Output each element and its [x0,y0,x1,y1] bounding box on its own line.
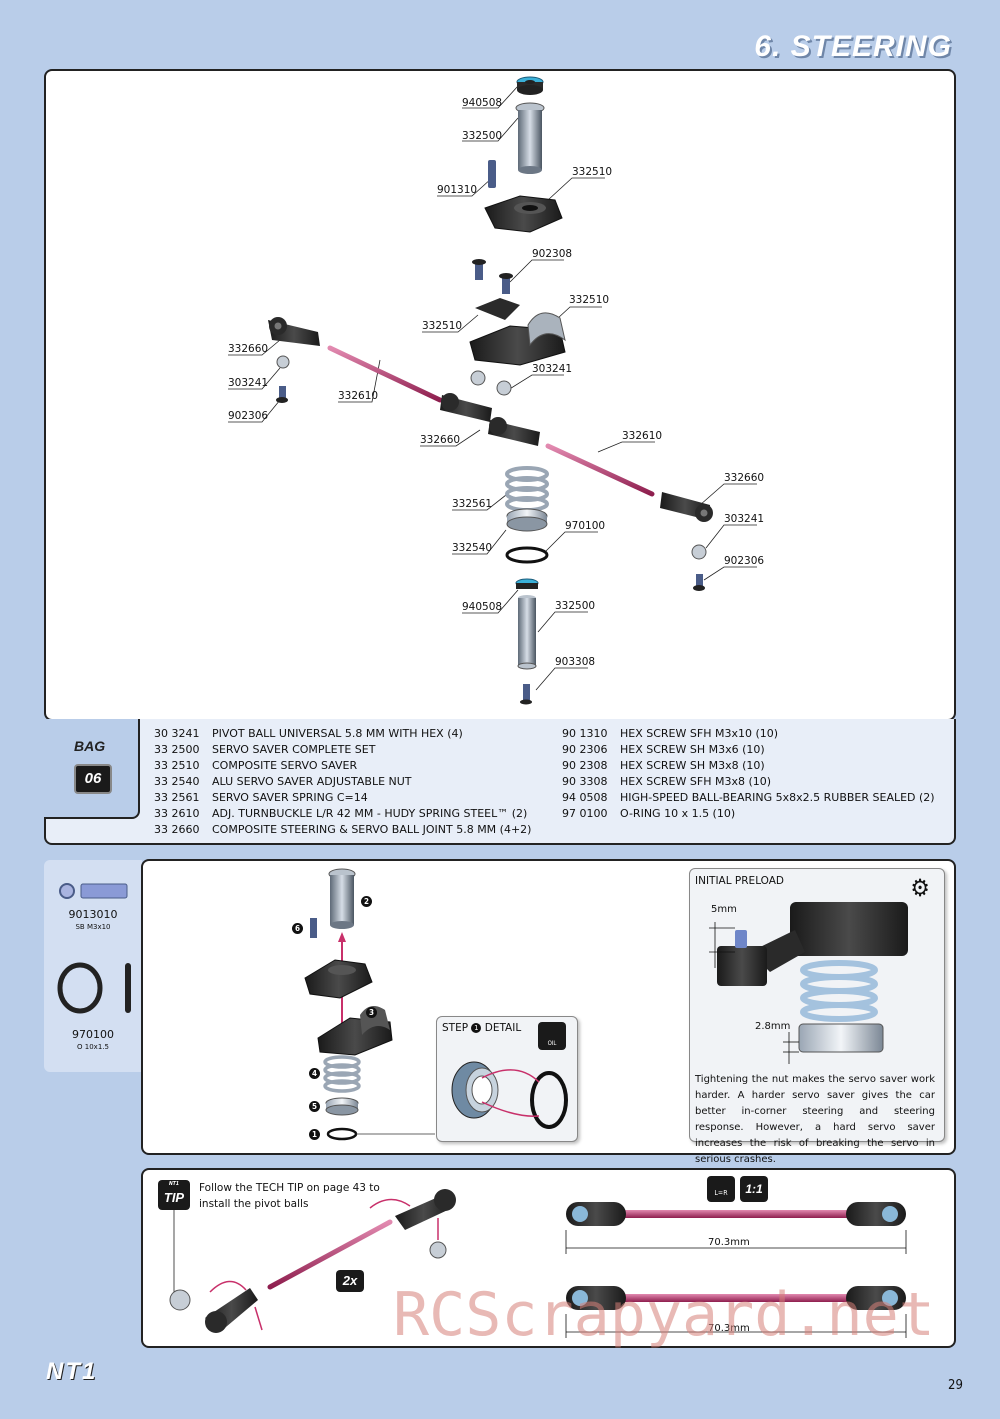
preload-drawing [709,902,908,1064]
tip-badge: NT1 TIP [158,1180,190,1210]
preload-title: INITIAL PRELOAD [695,875,785,887]
part-code: 33 2510 [154,759,200,772]
part-label: 940508 [462,97,503,109]
part-desc: O-RING 10 x 1.5 (10) [620,807,736,820]
part-code: 90 2306 [562,743,608,756]
part-label: 902306 [724,555,765,567]
oil-icon: OIL [538,1022,566,1050]
parts-list-left: 30 3241 PIVOT BALL UNIVERSAL 5.8 MM WITH … [154,726,554,840]
part-code: 33 2540 [154,775,200,788]
page-number: 29 [948,1378,963,1393]
part-desc: HIGH-SPEED BALL-BEARING 5x8x2.5 RUBBER S… [620,791,935,804]
part-desc: HEX SCREW SFH M3x10 (10) [620,727,779,740]
part-label: 332500 [462,130,503,142]
side-part-code: 970100 [72,1028,114,1041]
screw-icon [57,883,131,1014]
step-label: STEP [442,1022,469,1034]
part-code: 30 3241 [154,727,200,740]
part-code: 97 0100 [562,807,608,820]
pivot-ball-drawing [169,1189,456,1333]
side-part-spec: SB M3x10 [75,923,111,931]
part-label: 332610 [622,430,663,442]
assembly-diagram [304,868,435,1141]
part-label: 901310 [437,184,478,196]
brand-logo: NT1 [46,1358,98,1385]
part-label: 332660 [228,343,269,355]
part-desc: PIVOT BALL UNIVERSAL 5.8 MM WITH HEX (4) [212,727,463,740]
turnbuckle-length-1: 70.3mm [708,1237,750,1248]
multiplier-badge: 2x [336,1270,364,1292]
step-number-badge: 5 [309,1101,320,1112]
turnbuckle-panel [141,1168,956,1348]
part-desc: HEX SCREW SH M3x6 (10) [620,743,765,756]
part-desc: ALU SERVO SAVER ADJUSTABLE NUT [212,775,412,788]
section-title: 6. STEERING [754,30,952,63]
part-label: 332510 [572,166,613,178]
part-desc: SERVO SAVER COMPLETE SET [212,743,376,756]
oil-label: OIL [547,1040,557,1047]
scale-badge: 1:1 [740,1176,768,1202]
part-label: 332540 [452,542,493,554]
part-desc: ADJ. TURNBUCKLE L/R 42 MM - HUDY SPRING … [212,807,528,820]
preload-description: Tightening the nut makes the servo saver… [695,1074,935,1165]
part-desc: HEX SCREW SFH M3x8 (10) [620,775,772,788]
lr-equal-icon: L=R [707,1176,735,1202]
step-number-badge: 2 [361,896,372,907]
turnbuckle-drawing [565,1202,907,1338]
part-label: 902306 [228,410,269,422]
part-code: 33 2561 [154,791,200,804]
lr-equal-label: L=R [714,1189,728,1197]
part-label: 332660 [420,434,461,446]
side-part-code: 9013010 [68,908,118,921]
preload-dim-top: 5mm [711,904,737,915]
part-label: 902308 [532,248,573,260]
part-code: 94 0508 [562,791,608,804]
part-desc: SERVO SAVER SPRING C=14 [212,791,368,804]
part-label: 332510 [422,320,463,332]
part-label: 332500 [555,600,596,612]
part-label: 940508 [462,601,503,613]
tip-badge-label: TIP [163,1190,185,1205]
part-label: 903308 [555,656,596,668]
side-part-spec: O 10x1.5 [77,1043,109,1051]
parts-list-box [44,719,956,845]
gear-check-icon: ⚙ [910,874,930,902]
step-number-badge: 3 [366,1007,377,1018]
turnbuckle-length-2: 70.3mm [708,1323,750,1334]
bag-title: BAG [74,738,106,754]
exploded-view-panel [44,69,956,721]
part-label: 332660 [724,472,765,484]
part-label: 303241 [228,377,269,389]
step-detail-number: 1 [471,1023,482,1033]
part-code: 90 3308 [562,775,608,788]
step-number-badge: 6 [292,923,303,934]
part-code: 90 2308 [562,759,608,772]
part-label: 970100 [565,520,606,532]
tip-text-line2: install the pivot balls [199,1198,309,1210]
part-code: 33 2660 [154,823,200,836]
exploded-diagram [228,76,757,705]
step-number-badge: 1 [309,1129,320,1140]
preload-dim-bottom: 2.8mm [755,1021,791,1032]
part-label: 303241 [532,363,573,375]
watermark: RCScrapyard.net [393,1280,935,1350]
part-code: 33 2610 [154,807,200,820]
bag-number-badge: 06 [74,764,112,794]
part-label: 332610 [338,390,379,402]
nut-detail-drawing [451,1061,568,1129]
part-code: 90 1310 [562,727,608,740]
part-desc: HEX SCREW SH M3x8 (10) [620,759,765,772]
tip-badge-top: NT1 [169,1181,179,1187]
part-label: 332561 [452,498,493,510]
step-detail-title: STEP 1 DETAIL [442,1022,521,1034]
step-number-badge: 4 [309,1068,320,1079]
part-label: 332510 [569,294,610,306]
part-desc: COMPOSITE STEERING & SERVO BALL JOINT 5.… [212,823,532,836]
step-detail-suffix: DETAIL [484,1022,522,1034]
tip-text-line1: Follow the TECH TIP on page 43 to [199,1182,380,1194]
part-desc: COMPOSITE SERVO SAVER [212,759,358,772]
part-label: 303241 [724,513,765,525]
part-code: 33 2500 [154,743,200,756]
